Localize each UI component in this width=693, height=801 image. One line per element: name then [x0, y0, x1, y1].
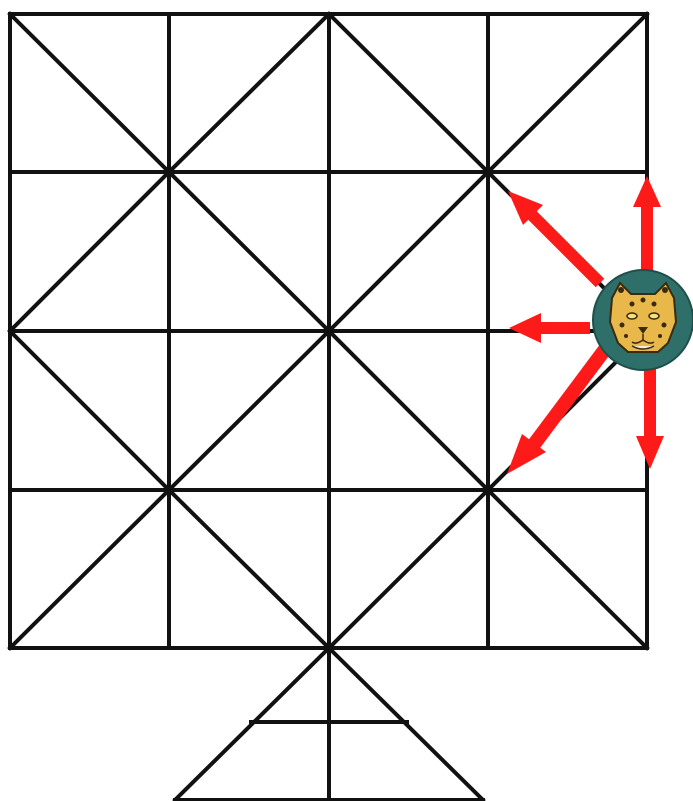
jaguar-token[interactable] [593, 270, 693, 370]
arrow-down[interactable] [636, 362, 664, 469]
board-lines [10, 14, 647, 800]
arrow-up[interactable] [633, 176, 661, 272]
jaguar-icon [610, 283, 676, 352]
arrow-up-left[interactable] [508, 191, 600, 283]
arrow-left[interactable] [509, 313, 590, 343]
arrow-down-left[interactable] [507, 348, 606, 474]
